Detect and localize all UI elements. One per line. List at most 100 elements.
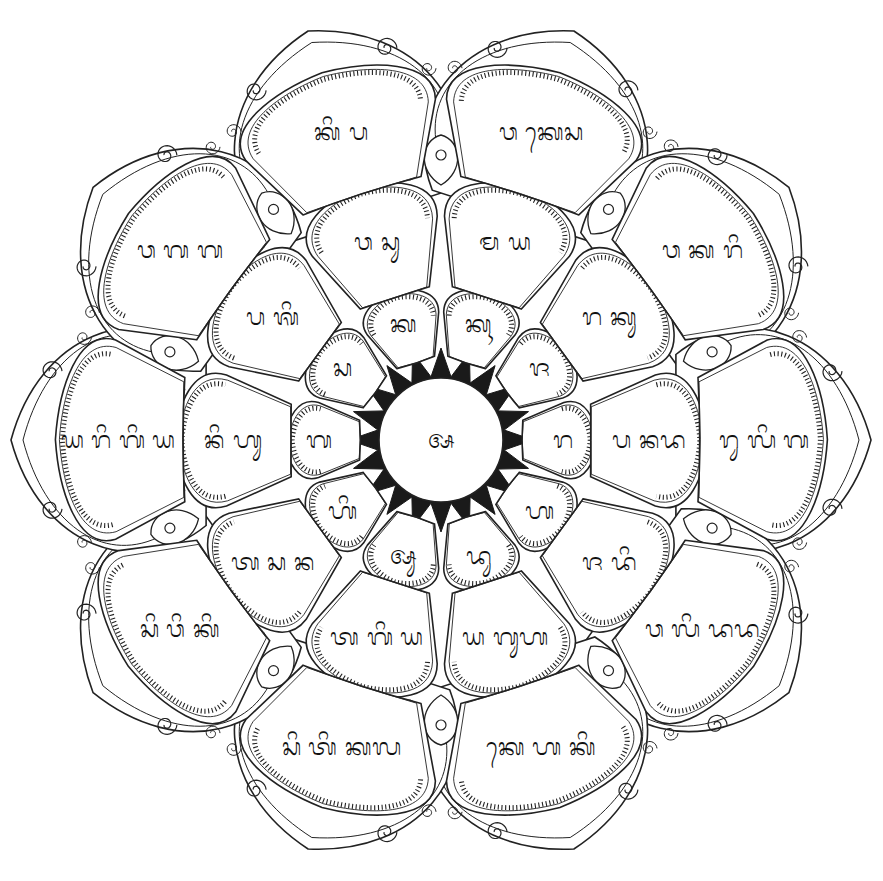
petal-inner-line — [367, 512, 436, 586]
petal-outline-path — [55, 339, 184, 541]
petal-letter: ᬕ — [306, 426, 332, 455]
petal-outline-group — [612, 156, 784, 339]
petal-letter: ᬦᬶ ᬳᬸ — [204, 426, 262, 455]
petal-outline-path — [612, 156, 784, 339]
petal-outline-group — [522, 401, 597, 478]
scroll-curl — [823, 499, 842, 515]
scroll-curl — [708, 715, 727, 731]
bud-eye — [707, 523, 717, 533]
petal-letter: ᬅ — [428, 426, 454, 455]
petal-hatching — [254, 73, 420, 154]
petal-letter: ᬓᬾ ᬳ ᬓᬶ — [486, 733, 596, 762]
lotus-petal: ᬯ ᬕ ᬕ — [102, 214, 257, 287]
scroll-curl — [77, 604, 96, 620]
petal-letter: ᬢ ᬕᬶ ᬬ — [330, 623, 423, 652]
petal-letter: ᬫ ᬬ — [479, 228, 531, 257]
bud-eye — [604, 666, 614, 676]
petal-hatching — [462, 73, 628, 154]
petal-letter: ᬯ ᬮᬶ ᬤᬤ — [645, 615, 760, 644]
lotus-petal: ᬓᬶ ᬧ — [264, 96, 419, 169]
petal-inner-line — [699, 347, 823, 534]
scroll-curl — [227, 744, 241, 756]
bud-ornament — [424, 135, 457, 185]
petal-inner-line — [615, 545, 778, 717]
petal-outline-group — [285, 401, 360, 478]
outer-leaf — [676, 328, 871, 552]
scroll-curl — [158, 719, 177, 735]
lotus-petal: ᬲ — [313, 347, 372, 389]
lotus-petal: ᬫ ᬬ — [455, 209, 555, 276]
petal-outline-path — [285, 401, 360, 478]
lotus-petal: ᬬ ᬭᬶ ᬕᬶ ᬬ — [41, 403, 196, 476]
petal-letter: ᬲᬶ ᬯᬶ ᬓᬶ — [140, 615, 220, 644]
petal-hatching — [108, 564, 225, 711]
lotus-petal: ᬢ ᬕᬶ ᬬ — [327, 604, 427, 671]
petal-outline-group — [591, 373, 707, 507]
lotus-petal: ᬢ ᬲ ᬦ — [223, 529, 323, 596]
lotus-petal: ᬕ — [290, 419, 349, 461]
scroll-curl — [793, 538, 807, 550]
petal-letter: ᬯ ᬲᬸ — [354, 228, 400, 257]
bud-eye — [269, 204, 279, 214]
scroll-curl — [247, 780, 266, 796]
lotus-petal: ᬦᬶ ᬳᬸ — [183, 407, 283, 474]
petal-inner-line — [367, 294, 436, 368]
scroll-curl — [785, 308, 799, 320]
lotus-petal: ᬓᬾ ᬳ ᬓᬶ — [463, 711, 618, 784]
petal-outline-path — [240, 665, 435, 815]
petal-inner-line — [522, 405, 593, 475]
petal-hatching — [254, 726, 420, 807]
petal-letter: ᬳ — [525, 497, 554, 526]
lotus-petal: ᬲᬶ ᬢᬶ ᬓᬮ — [264, 711, 419, 784]
center-circle: ᬅ — [379, 378, 503, 502]
scroll-curl — [227, 125, 241, 137]
petal-inner-line — [104, 163, 267, 335]
scroll-curl — [448, 61, 462, 73]
outer-leaf — [11, 328, 206, 552]
scroll-curl — [488, 823, 507, 839]
petal-outline-path — [98, 541, 270, 724]
lotus-petal: ᬭ — [534, 419, 593, 461]
petal-letter: ᬲ — [333, 354, 352, 383]
lotus-petal: ᬬ ᬕᬸᬳ — [455, 604, 555, 671]
petal-inner-line — [615, 163, 778, 335]
petal-letter: ᬳᬶ — [328, 497, 357, 526]
petal-letter: ᬢ ᬲ ᬦ — [231, 548, 315, 577]
scroll-curl — [823, 365, 842, 381]
petal-letter: ᬯ ᬓ ᬭᬶ — [662, 236, 743, 265]
scroll-curl — [643, 127, 657, 139]
petal-outline-group — [240, 665, 435, 815]
scroll-curl — [619, 81, 638, 97]
lotus-petal: ᬯ ᬓᬾᬲ — [463, 96, 618, 169]
petal-outline-group — [698, 339, 827, 541]
lotus-petal: ᬳ — [511, 491, 570, 533]
petal-inner-line — [446, 294, 515, 368]
petal-letter: ᬅᬸ — [390, 542, 416, 571]
bud-eye — [436, 720, 446, 730]
lotus-petal: ᬓ — [374, 303, 433, 345]
scroll-curl — [86, 306, 100, 318]
petal-outline-path — [240, 65, 435, 215]
scroll-curl — [78, 536, 92, 548]
petal-hatching — [657, 169, 774, 316]
scroll-curl — [378, 38, 397, 54]
petal-inner-line — [454, 70, 634, 213]
petal-outline-group — [98, 541, 270, 724]
scroll-curl — [378, 826, 397, 842]
scroll-curl — [43, 362, 62, 378]
petal-letter: ᬬ ᬭᬶ ᬕᬶ ᬬ — [61, 426, 176, 455]
scroll-curl — [206, 726, 220, 738]
lotus-petal: ᬧ ᬦᬤ — [599, 407, 699, 474]
petal-letter: ᬓ — [390, 310, 417, 339]
scroll-curl — [86, 563, 100, 575]
lotus-petal: ᬓᬹ — [450, 303, 509, 345]
petal-inner-line — [104, 545, 267, 717]
petal-letter: ᬤᬸ — [466, 542, 492, 571]
scroll-curl — [793, 331, 807, 343]
scroll-curl — [708, 149, 727, 165]
bud-eye — [707, 347, 717, 357]
scroll-curl — [789, 257, 808, 273]
petal-hatching — [108, 169, 225, 316]
scroll-curl — [664, 729, 678, 741]
